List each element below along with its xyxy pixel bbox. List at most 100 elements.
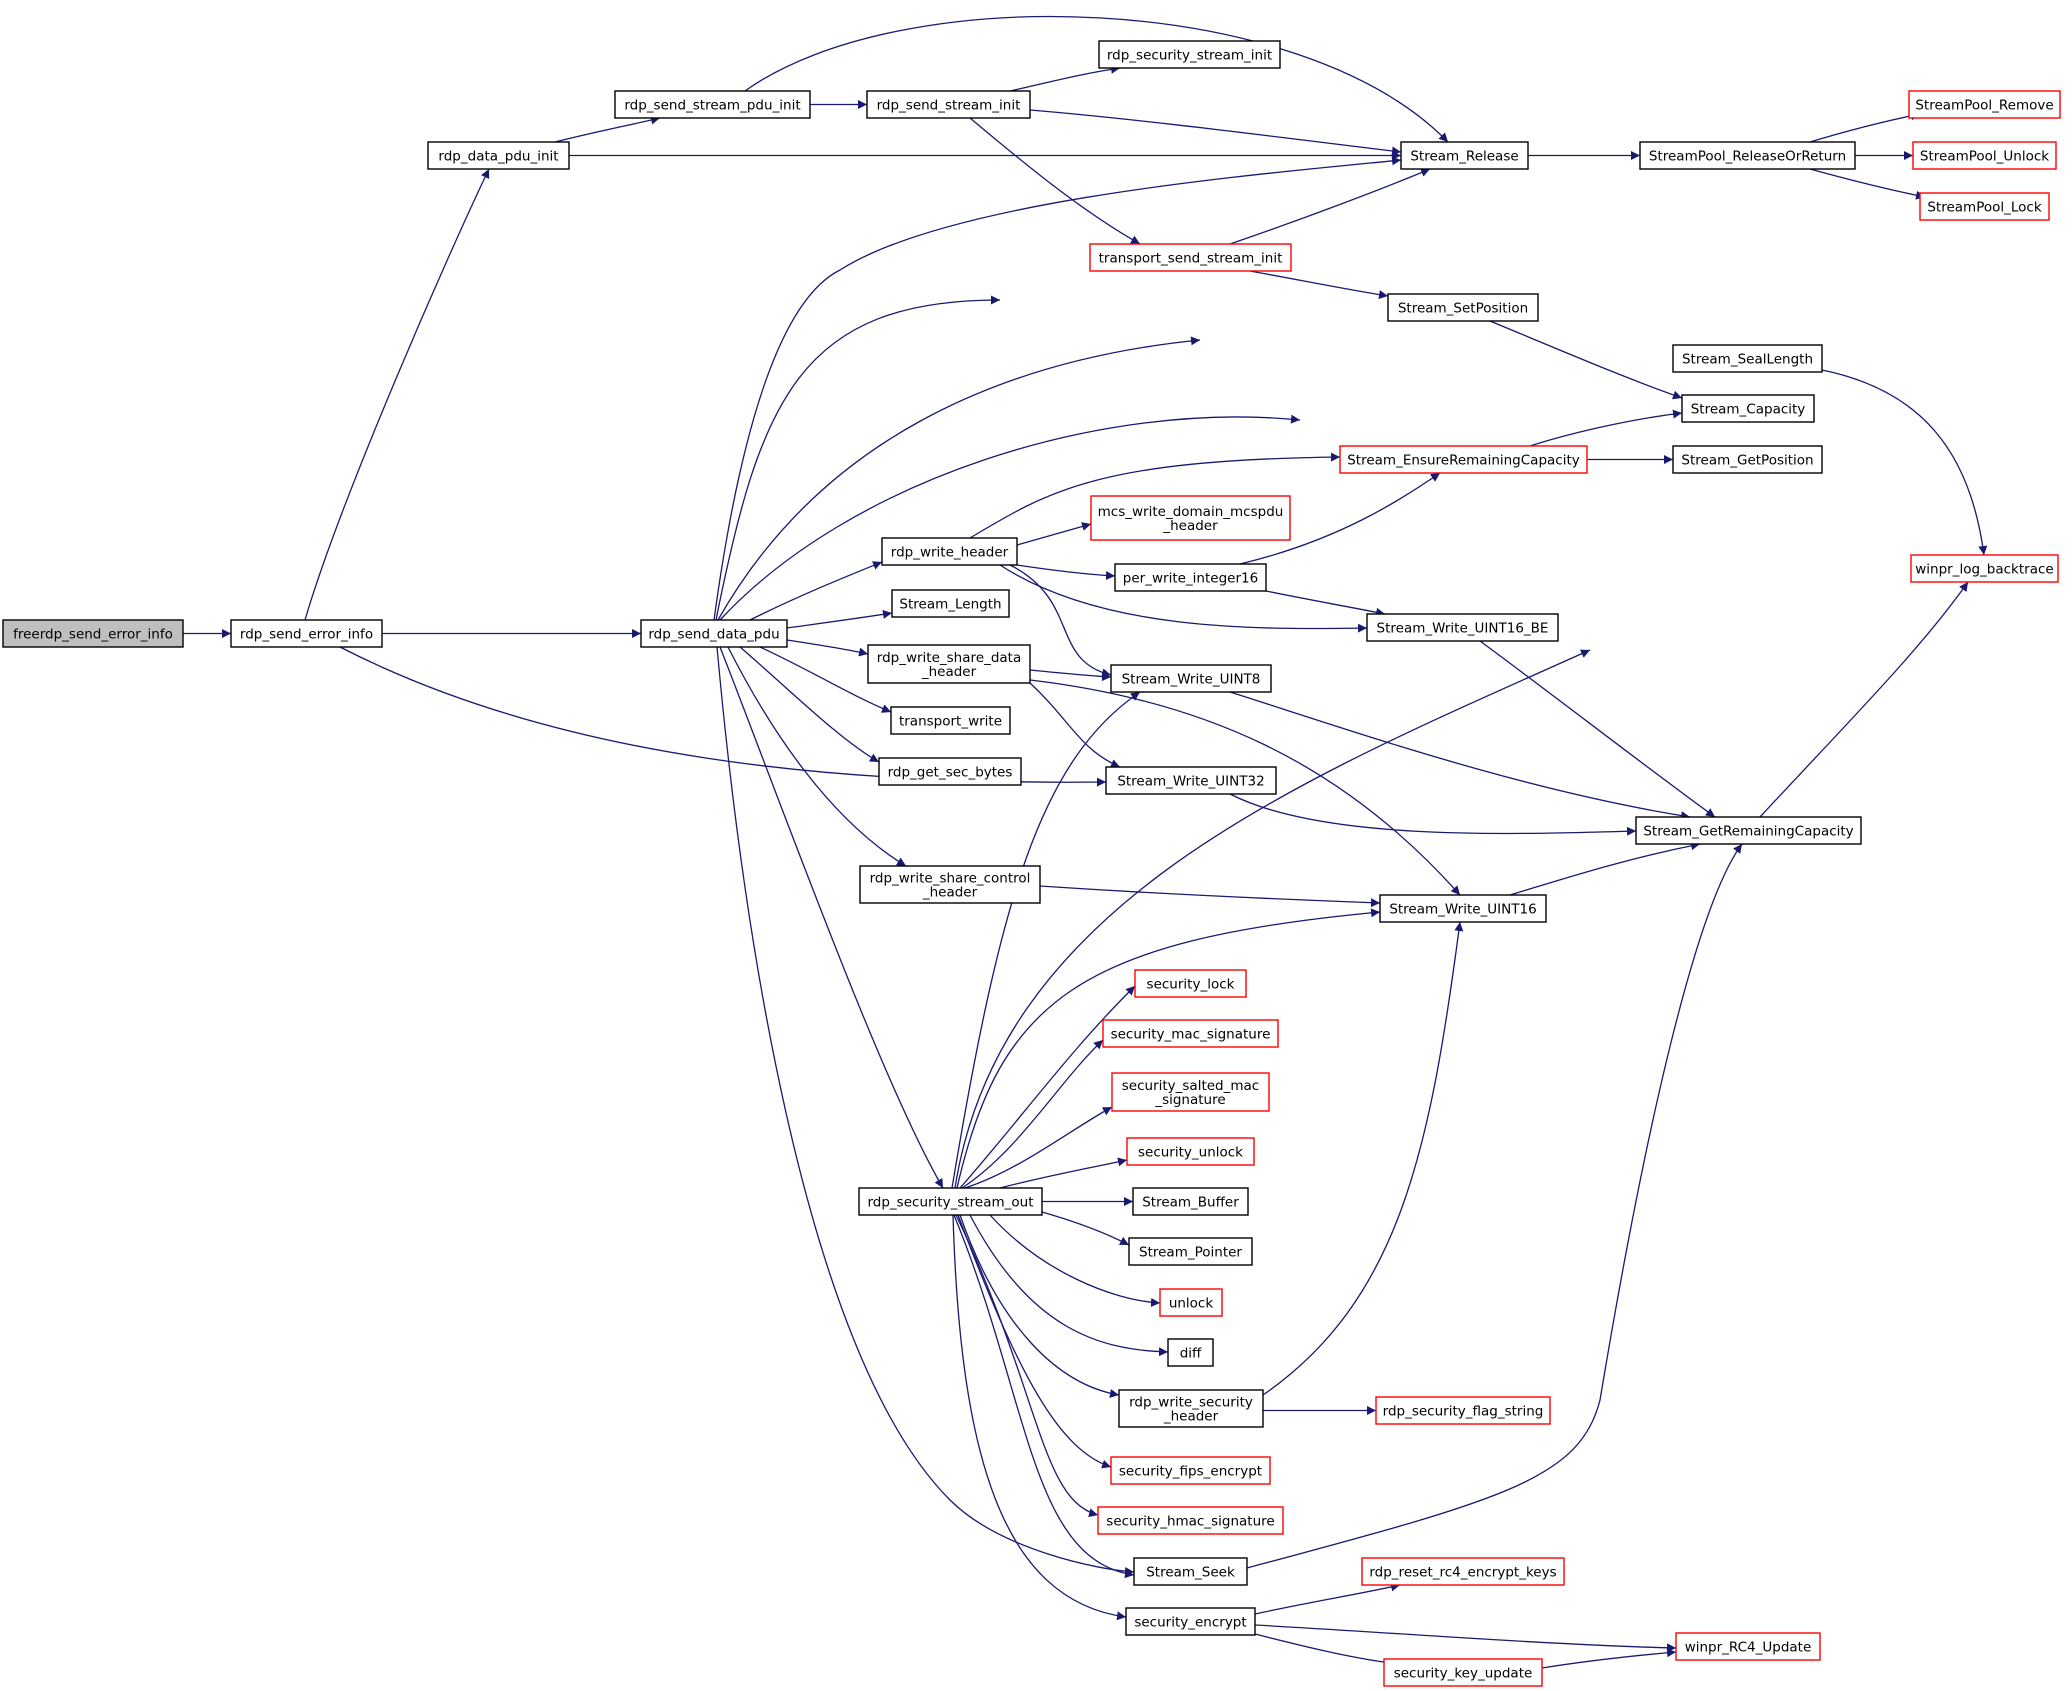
node-box: [878, 757, 1022, 786]
node-stream-capacity[interactable]: Stream_Capacity: [1681, 394, 1815, 423]
edge-transport-send-stream-init-to-stream-set-position: [1249, 270, 1389, 300]
node-box: [1097, 1506, 1284, 1535]
node-stream-pointer[interactable]: Stream_Pointer: [1128, 1237, 1253, 1266]
node-rdp-get-sec-bytes[interactable]: rdp_get_sec_bytes: [878, 757, 1022, 786]
node-label: StreamPool_Unlock: [1920, 148, 2049, 164]
edge-rdp-security-stream-out-to-security-mac-signature: [961, 1039, 1104, 1189]
node-rdp-data-pdu-init[interactable]: rdp_data_pdu_init: [427, 141, 570, 170]
node-stream-write-uint16[interactable]: Stream_Write_UINT16: [1379, 894, 1547, 923]
edge-stream-ensure-remaining-capacity-to-stream-capacity: [1529, 409, 1683, 447]
node-box: [1400, 141, 1529, 170]
node-rdp-send-error-info[interactable]: rdp_send_error_info: [230, 619, 383, 648]
edge-stream-write-uint16-be-to-stream-get-remaining-capacity: [1479, 640, 1716, 818]
node-label: Stream_Write_UINT16: [1389, 901, 1536, 917]
node-stream-write-uint32[interactable]: Stream_Write_UINT32: [1105, 766, 1277, 795]
node-label: security_encrypt: [1134, 1614, 1246, 1630]
node-security-unlock[interactable]: security_unlock: [1126, 1137, 1255, 1166]
node-rdp-security-stream-init[interactable]: rdp_security_stream_init: [1098, 40, 1281, 69]
node-stream-pool-unlock[interactable]: StreamPool_Unlock: [1912, 141, 2057, 170]
node-label: rdp_write_header: [891, 544, 1009, 560]
edge-rdp-send-data-pdu-to-transport-write: [759, 646, 892, 713]
node-winpr-rc4-update[interactable]: winpr_RC4_Update: [1675, 1632, 1821, 1661]
edge-rdp-send-data-pdu-to-stream-seal-length: [717, 336, 1201, 621]
node-stream-write-uint8[interactable]: Stream_Write_UINT8: [1110, 664, 1272, 693]
node-box: [1110, 1456, 1271, 1485]
node-box: [1681, 394, 1815, 423]
edge-rdp-write-header-to-mcs-write-domain-mcspdu-header: [1016, 522, 1092, 546]
node-per-write-integer16[interactable]: per_write_integer16: [1114, 563, 1267, 592]
node-rdp-write-security-header[interactable]: rdp_write_security_header: [1118, 1389, 1264, 1428]
edge-per-write-integer16-to-stream-write-uint16-be: [1265, 590, 1386, 617]
node-security-encrypt[interactable]: security_encrypt: [1125, 1607, 1256, 1636]
edge-rdp-security-stream-out-to-security-hmac-signature: [955, 1214, 1099, 1518]
edge-rdp-send-data-pdu-to-rdp-get-sec-bytes: [739, 646, 880, 763]
node-label: rdp_send_error_info: [240, 626, 373, 642]
node-rdp-write-share-data-header[interactable]: rdp_write_share_data_header: [867, 644, 1031, 684]
node-security-fips-encrypt[interactable]: security_fips_encrypt: [1110, 1456, 1271, 1485]
node-stream-write-uint16-be[interactable]: Stream_Write_UINT16_BE: [1366, 613, 1559, 642]
node-rdp-security-stream-out[interactable]: rdp_security_stream_out: [858, 1187, 1043, 1216]
node-stream-pool-release-or-return[interactable]: StreamPool_ReleaseOrReturn: [1639, 141, 1856, 170]
edge-rdp-send-data-pdu-to-rdp-security-stream-out: [719, 646, 944, 1189]
node-box: [1105, 766, 1277, 795]
edge-rdp-security-stream-out-to-stream-seek: [953, 1214, 1135, 1579]
node-box: [1089, 243, 1292, 272]
node-winpr-log-backtrace[interactable]: winpr_log_backtrace: [1910, 554, 2059, 583]
edge-security-encrypt-to-winpr-rc4-update: [1254, 1624, 1677, 1653]
node-transport-write[interactable]: transport_write: [890, 706, 1011, 735]
node-label: winpr_RC4_Update: [1685, 1639, 1812, 1655]
edge-rdp-send-data-pdu-to-stream-length: [786, 609, 893, 629]
node-stream-get-remaining-capacity[interactable]: Stream_GetRemainingCapacity: [1635, 816, 1862, 845]
edge-rdp-send-stream-pdu-init-to-stream-release: [744, 15, 1449, 143]
edge-rdp-send-error-info-to-rdp-data-pdu-init: [304, 168, 490, 621]
node-label: rdp_data_pdu_init: [438, 148, 558, 164]
node-stream-buffer[interactable]: Stream_Buffer: [1132, 1187, 1249, 1216]
edge-rdp-security-stream-out-to-rdp-write-security-header: [959, 1214, 1120, 1398]
node-label: security_fips_encrypt: [1119, 1463, 1262, 1479]
node-stream-seek[interactable]: Stream_Seek: [1133, 1557, 1248, 1586]
node-label: rdp_send_data_pdu: [648, 626, 779, 642]
node-mcs-write-domain-mcspdu-header[interactable]: mcs_write_domain_mcspdu_header: [1090, 495, 1291, 541]
node-box: [1375, 1396, 1551, 1425]
node-rdp-write-header[interactable]: rdp_write_header: [881, 537, 1018, 566]
edge-rdp-security-stream-out-to-security-lock: [959, 985, 1136, 1189]
node-stream-release[interactable]: Stream_Release: [1400, 141, 1529, 170]
node-rdp-security-flag-string[interactable]: rdp_security_flag_string: [1375, 1396, 1551, 1425]
node-security-hmac-signature[interactable]: security_hmac_signature: [1097, 1506, 1284, 1535]
node-security-mac-signature[interactable]: security_mac_signature: [1102, 1019, 1279, 1048]
node-label: _header: [921, 664, 977, 680]
edge-per-write-integer16-to-stream-ensure-remaining-capacity: [1239, 472, 1441, 565]
node-label: winpr_log_backtrace: [1915, 561, 2053, 577]
node-rdp-write-share-control-header[interactable]: rdp_write_share_control_header: [859, 865, 1041, 904]
node-label: rdp_send_stream_init: [877, 97, 1021, 113]
node-box: [1128, 1237, 1253, 1266]
node-stream-pool-lock[interactable]: StreamPool_Lock: [1919, 192, 2050, 221]
edge-stream-write-uint8-to-stream-get-remaining-capacity: [1229, 691, 1691, 821]
node-security-salted-mac-signature[interactable]: security_salted_mac_signature: [1111, 1072, 1270, 1112]
node-box: [1912, 141, 2057, 170]
node-transport-send-stream-init[interactable]: transport_send_stream_init: [1089, 243, 1292, 272]
edge-stream-pool-release-or-return-to-stream-pool-remove: [1809, 111, 1921, 143]
node-stream-seal-length[interactable]: Stream_SealLength: [1672, 344, 1823, 373]
node-stream-set-position[interactable]: Stream_SetPosition: [1387, 293, 1539, 322]
node-box: [858, 1187, 1043, 1216]
node-stream-length[interactable]: Stream_Length: [891, 589, 1010, 618]
node-security-key-update[interactable]: security_key_update: [1383, 1658, 1543, 1687]
node-stream-get-position[interactable]: Stream_GetPosition: [1672, 445, 1823, 474]
node-freerdp-send-error-info[interactable]: freerdp_send_error_info: [2, 619, 184, 648]
node-stream-ensure-remaining-capacity[interactable]: Stream_EnsureRemainingCapacity: [1339, 445, 1588, 474]
edge-rdp-send-stream-init-to-stream-release: [1029, 109, 1402, 156]
node-rdp-reset-rc4-encrypt-keys[interactable]: rdp_reset_rc4_encrypt_keys: [1361, 1557, 1565, 1586]
node-diff[interactable]: diff: [1167, 1338, 1214, 1367]
node-rdp-send-stream-init[interactable]: rdp_send_stream_init: [866, 90, 1031, 119]
node-rdp-send-stream-pdu-init[interactable]: rdp_send_stream_pdu_init: [614, 90, 811, 119]
node-box: [1132, 1187, 1249, 1216]
node-stream-pool-remove[interactable]: StreamPool_Remove: [1908, 90, 2061, 119]
node-box: [1098, 40, 1281, 69]
node-security-lock[interactable]: security_lock: [1134, 969, 1247, 998]
node-rdp-send-data-pdu[interactable]: rdp_send_data_pdu: [640, 619, 788, 648]
node-unlock[interactable]: unlock: [1159, 1288, 1223, 1317]
edge-rdp-security-stream-out-to-diff: [969, 1214, 1169, 1357]
node-label: Stream_Release: [1410, 148, 1518, 164]
node-label: unlock: [1169, 1295, 1214, 1311]
